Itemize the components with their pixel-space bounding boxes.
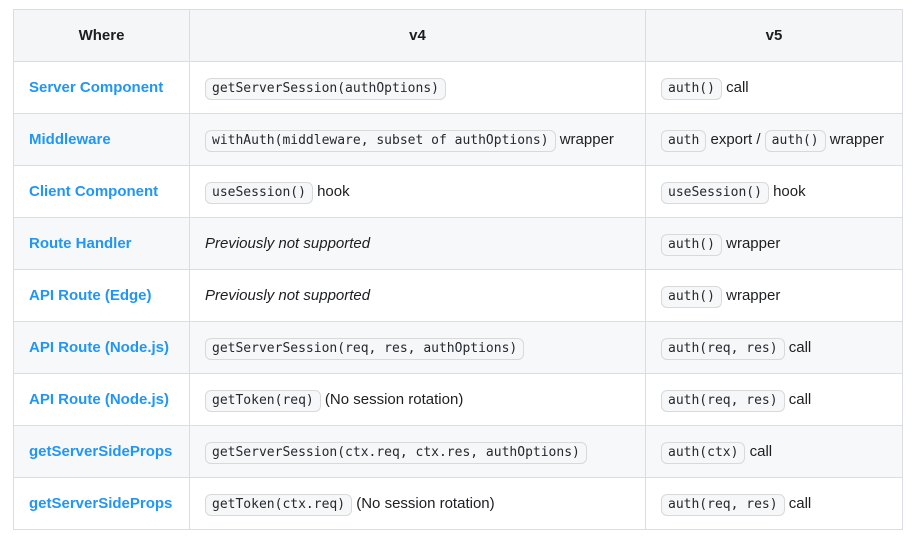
where-link[interactable]: API Route (Edge) [29,287,152,304]
where-link[interactable]: API Route (Node.js) [29,391,170,408]
where-link[interactable]: getServerSideProps [29,495,173,512]
cell-text: hook [768,182,806,200]
code-chip: getToken(ctx.req) [205,493,353,516]
v4-cell: getToken(req) (No session rotation) [189,373,646,426]
cell-text: call [784,494,812,512]
code-chip: auth() [661,233,722,256]
cell-text: export / [706,130,765,148]
column-header-v5: v5 [645,9,903,62]
code-chip: auth() [764,129,826,152]
page-content: Where v4 v5 Server Component getServerSes… [13,9,903,530]
header-row: Where v4 v5 [13,9,903,62]
v5-cell: auth export / auth() wrapper [645,113,903,166]
table-row: Server Component getServerSession(authOpt… [13,61,903,114]
code-chip: useSession() [205,181,313,204]
cell-text: wrapper [721,286,781,304]
where-cell: Server Component [13,61,190,114]
cell-text: (No session rotation) [320,390,464,408]
column-header-where: Where [13,9,190,62]
where-cell: API Route (Node.js) [13,321,190,374]
table-row: API Route (Edge) Previously not supported… [13,269,903,322]
code-chip: auth(req, res) [661,337,785,360]
code-chip: auth [661,129,707,152]
v5-cell: auth() call [645,61,903,114]
cell-text: (No session rotation) [352,494,495,512]
where-link[interactable]: getServerSideProps [29,443,173,460]
where-link[interactable]: Client Component [29,183,159,200]
code-chip: auth() [661,77,722,100]
table-row: API Route (Node.js) getServerSession(req,… [13,321,903,374]
table-body: Server Component getServerSession(authOpt… [13,61,903,530]
code-chip: withAuth(middleware, subset of authOptio… [205,129,556,152]
where-link[interactable]: Middleware [29,131,111,148]
v5-cell: auth(req, res) call [645,321,903,374]
table-row: Route Handler Previously not supported aut… [13,217,903,270]
code-chip: getToken(req) [205,389,321,412]
code-chip: getServerSession(req, res, authOptions) [205,337,525,360]
cell-text: call [721,78,749,96]
where-link[interactable]: Route Handler [29,235,132,252]
v5-cell: auth() wrapper [645,269,903,322]
v4-cell: getToken(ctx.req) (No session rotation) [189,477,646,530]
cell-text: call [784,390,812,408]
table-header: Where v4 v5 [13,9,903,62]
cell-text: call [784,338,812,356]
v4-cell: getServerSession(authOptions) [189,61,646,114]
table-row: Middleware withAuth(middleware, subset of… [13,113,903,166]
table-row: getServerSideProps getToken(ctx.req) (No … [13,477,903,530]
table-row: API Route (Node.js) getToken(req) (No ses… [13,373,903,426]
v5-cell: useSession() hook [645,165,903,218]
v5-cell: auth(req, res) call [645,477,903,530]
cell-text: wrapper [825,130,884,148]
where-cell: API Route (Node.js) [13,373,190,426]
where-cell: getServerSideProps [13,477,190,530]
cell-text: hook [312,182,350,200]
v4-cell: Previously not supported [189,269,646,322]
migration-table: Where v4 v5 Server Component getServerSes… [13,9,903,530]
code-chip: getServerSession(authOptions) [205,77,446,100]
em-text: Previously not supported [205,235,371,252]
where-link[interactable]: Server Component [29,79,164,96]
v4-cell: Previously not supported [189,217,646,270]
code-chip: auth(ctx) [661,441,746,464]
column-header-v4: v4 [189,9,646,62]
v5-cell: auth(ctx) call [645,425,903,478]
where-cell: API Route (Edge) [13,269,190,322]
v4-cell: withAuth(middleware, subset of authOptio… [189,113,646,166]
table-row: getServerSideProps getServerSession(ctx.r… [13,425,903,478]
code-chip: auth(req, res) [661,493,785,516]
code-chip: getServerSession(ctx.req, ctx.res, authO… [205,441,587,464]
where-cell: Middleware [13,113,190,166]
where-link[interactable]: API Route (Node.js) [29,339,170,356]
cell-text: wrapper [721,234,781,252]
code-chip: auth(req, res) [661,389,785,412]
v5-cell: auth(req, res) call [645,373,903,426]
cell-text: call [745,442,773,460]
code-chip: auth() [661,285,722,308]
v4-cell: getServerSession(req, res, authOptions) [189,321,646,374]
where-cell: getServerSideProps [13,425,190,478]
code-chip: useSession() [661,181,769,204]
v5-cell: auth() wrapper [645,217,903,270]
where-cell: Route Handler [13,217,190,270]
em-text: Previously not supported [205,287,371,304]
v4-cell: getServerSession(ctx.req, ctx.res, authO… [189,425,646,478]
where-cell: Client Component [13,165,190,218]
cell-text: wrapper [555,130,614,148]
v4-cell: useSession() hook [189,165,646,218]
